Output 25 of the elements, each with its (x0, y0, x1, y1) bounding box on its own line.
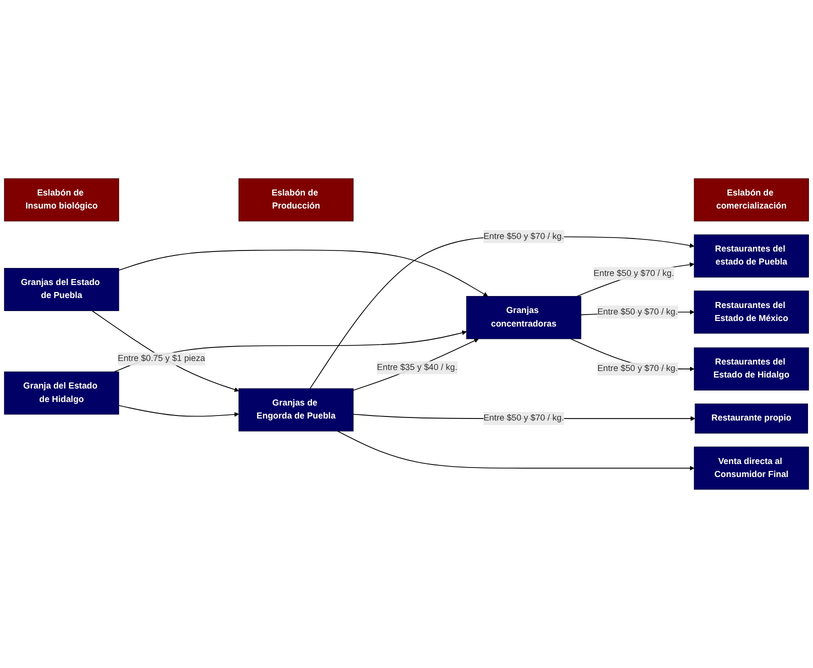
edge-label: Entre $50 y $70 / kg. (483, 232, 564, 241)
arrow (118, 405, 240, 417)
edge-label: Entre $50 y $70 / kg. (594, 268, 674, 278)
node-box (694, 446, 809, 490)
node-box (694, 178, 809, 222)
edge-label: Entre $50 y $70 / kg. (483, 414, 564, 423)
node-box (694, 234, 809, 278)
node-box (4, 178, 120, 222)
arrow (92, 310, 240, 392)
node-box (4, 372, 120, 415)
arrow (118, 250, 488, 297)
node-box (238, 178, 354, 222)
arrow (337, 430, 694, 471)
node-box (466, 296, 582, 340)
arrow (576, 262, 694, 297)
edge-label: Entre $35 y $40 / kg. (376, 362, 458, 372)
edge-label: Entre $0.75 y $1 pieza (118, 354, 206, 364)
node-box (4, 268, 120, 312)
node-box (694, 347, 809, 390)
edge-label: Entre $50 y $70 / kg. (597, 364, 678, 374)
arrow (352, 338, 479, 391)
node-box (694, 290, 809, 334)
node-box (694, 404, 808, 434)
node-box (238, 388, 354, 432)
edge-label: Entre $50 y $70 / kg. (597, 307, 678, 316)
